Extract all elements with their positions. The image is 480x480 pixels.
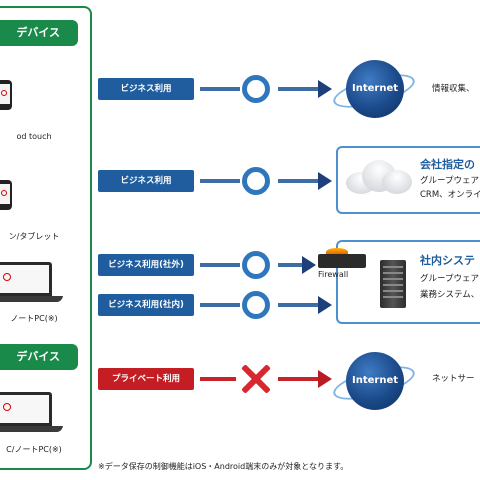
cloud-title: 会社指定の <box>420 158 475 171</box>
firewall-label: Firewall <box>318 270 349 279</box>
arrow-icon <box>318 80 332 98</box>
connector-line <box>278 377 318 381</box>
usage-label-business-external: ビジネス利用(社外) <box>98 254 194 276</box>
internet-desc: ネットサー <box>432 374 475 384</box>
internet-globe-icon: Internet <box>346 352 404 410</box>
internal-line2: 業務システム、 <box>420 290 480 300</box>
internal-title: 社内システ <box>420 254 475 267</box>
server-icon <box>380 260 406 308</box>
firewall-icon <box>318 254 366 268</box>
phone-icon <box>0 180 12 210</box>
connector-line <box>278 263 304 267</box>
arrow-icon <box>318 370 332 388</box>
internet-desc: 情報収集、 <box>432 84 475 94</box>
usage-label-private: プライベート利用 <box>98 368 194 390</box>
footnote: ※データ保存の制御機能はiOS・Android端末のみが対象となります。 <box>98 462 349 471</box>
arrow-icon <box>318 296 332 314</box>
usage-label-business-internal: ビジネス利用(社内) <box>98 294 194 316</box>
ring-ok-icon <box>242 251 270 279</box>
device-label-ipod: od touch <box>16 132 52 141</box>
ring-ok-icon <box>242 291 270 319</box>
device-label-notepc: ノートPC(※) <box>10 314 58 323</box>
internet-globe-icon: Internet <box>346 60 404 118</box>
arrow-icon <box>302 256 316 274</box>
connector-line <box>200 377 236 381</box>
cloud-line1: グループウェア <box>420 176 479 186</box>
ring-ok-icon <box>242 167 270 195</box>
connector-line <box>200 179 240 183</box>
usage-label-business: ビジネス利用 <box>98 78 194 100</box>
ring-ok-icon <box>242 75 270 103</box>
device-label-tablet: ン/タブレット <box>8 232 60 241</box>
cloud-line2: CRM、オンライ <box>420 190 480 200</box>
internal-line1: グループウェア <box>420 274 479 284</box>
arrow-icon <box>318 172 332 190</box>
usage-label-business: ビジネス利用 <box>98 170 194 192</box>
x-ng-icon <box>240 363 272 395</box>
cloud-icon <box>346 160 412 194</box>
connector-line <box>200 263 240 267</box>
device-label-pc: C/ノートPC(※) <box>6 445 62 454</box>
section-header-approved: デバイス <box>0 20 78 46</box>
section-header-private: デバイス <box>0 344 78 370</box>
connector-line <box>278 303 318 307</box>
phone-icon <box>0 80 12 110</box>
connector-line <box>200 87 240 91</box>
connector-line <box>278 87 318 91</box>
firewall-flame <box>326 248 348 256</box>
connector-line <box>278 179 318 183</box>
connector-line <box>200 303 240 307</box>
